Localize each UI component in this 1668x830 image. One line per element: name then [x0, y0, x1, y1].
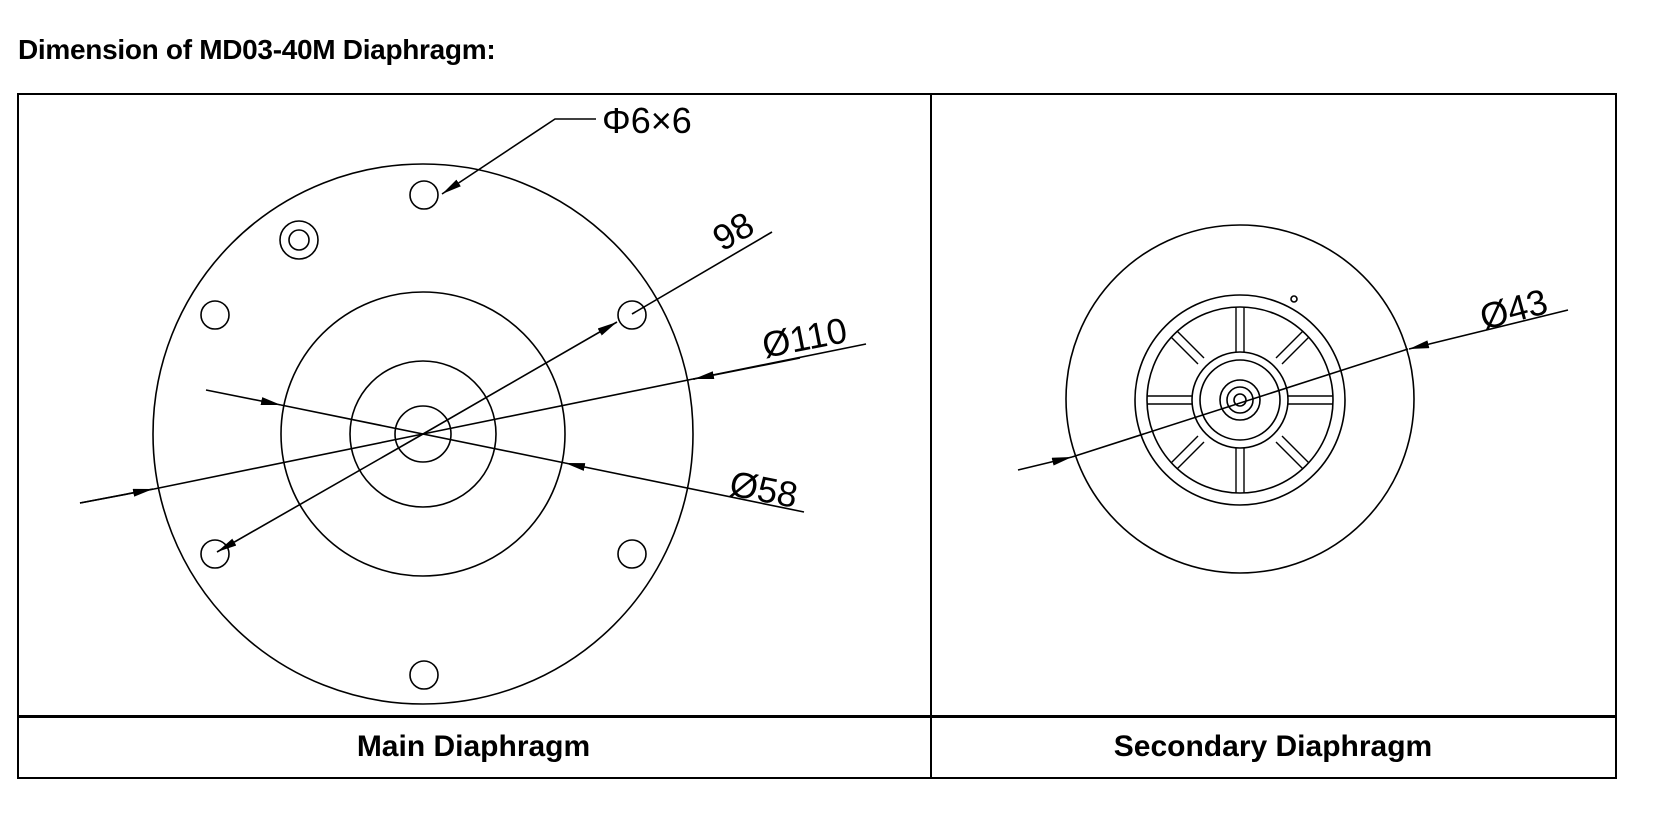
outer-diameter-label: Ø110: [759, 309, 851, 366]
bolt-hole-icon: [200, 300, 230, 330]
middle-circle: [280, 291, 566, 577]
bolt-circle-label: 98: [706, 203, 761, 259]
secondary-diaphragm-drawing: [1017, 224, 1569, 574]
secondary-dimension-labels: Ø43: [1475, 281, 1551, 338]
hub-ring-outer: [1134, 294, 1346, 506]
center-boss-3: [1233, 393, 1247, 407]
inner-circle: [349, 360, 497, 508]
page-title: Dimension of MD03-40M Diaphragm:: [18, 34, 496, 65]
main-diaphragm-drawing: [79, 118, 867, 705]
secondary-outer-circle: [1065, 224, 1415, 574]
caption-row-divider: [17, 715, 1615, 718]
drawing-table-frame: [17, 93, 1617, 779]
secondary-outer-diameter-label: Ø43: [1475, 281, 1551, 338]
hub-ring-inner: [1146, 306, 1334, 494]
secondary-diaphragm-caption: Secondary Diaphragm: [1113, 730, 1433, 763]
inner-diameter-label: Ø58: [726, 463, 801, 516]
center-circle: [394, 405, 452, 463]
bolt-hole-icon: [409, 660, 439, 690]
locator-ring-outer: [279, 220, 319, 260]
bolt-hole-icon: [617, 300, 647, 330]
locator-ring-inner: [288, 229, 310, 251]
bolt-hole-icon: [617, 539, 647, 569]
main-diaphragm-caption: Main Diaphragm: [356, 730, 591, 763]
center-ring-inner: [1199, 359, 1281, 441]
main-dimension-labels: Φ6×6 98 Ø110 Ø58: [602, 100, 850, 516]
center-boss-2: [1226, 386, 1254, 414]
hole-callout-label: Φ6×6: [602, 100, 692, 141]
wheel-spokes: [1147, 307, 1333, 493]
center-ring-outer: [1191, 351, 1289, 449]
vent-dot-icon: [1290, 295, 1298, 303]
bolt-hole-icon: [409, 180, 439, 210]
column-divider: [930, 93, 932, 778]
bolt-hole-icon: [200, 539, 230, 569]
outer-circle: [152, 163, 694, 705]
center-boss-1: [1219, 379, 1261, 421]
